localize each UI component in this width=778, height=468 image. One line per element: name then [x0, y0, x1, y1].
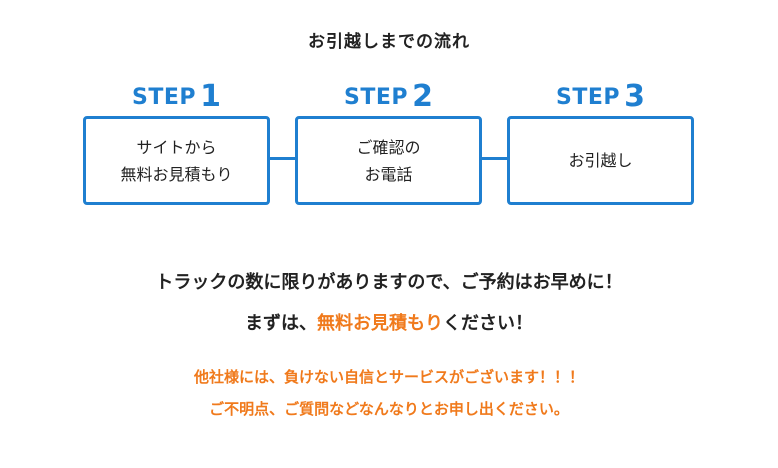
step-connector — [270, 157, 296, 160]
step-word: STEP — [344, 85, 409, 110]
step-line: お引越し — [568, 151, 633, 170]
step-word: STEP — [132, 85, 197, 110]
step-line: ご確認の — [356, 137, 421, 157]
estimate-message-lead: まずは、 — [245, 313, 317, 334]
step-line: サイトから — [136, 137, 217, 157]
step-number: 2 — [412, 79, 433, 114]
step-box: ご確認の お電話 — [295, 116, 482, 205]
estimate-message-tail: ください！ — [443, 313, 533, 334]
estimate-message: まずは、無料お見積もりください！ — [0, 311, 778, 337]
step-box: サイトから 無料お見積もり — [83, 116, 270, 205]
step-line: 無料お見積もり — [120, 164, 233, 184]
flow-title: お引越しまでの流れ — [298, 30, 480, 54]
step-number: 1 — [200, 79, 221, 114]
step-box: お引越し — [507, 116, 694, 205]
step-word: STEP — [556, 85, 621, 110]
flow-title-wrap: お引越しまでの流れ — [0, 30, 778, 54]
reservation-message: トラックの数に限りがありますので、ご予約はお早めに！ — [155, 272, 623, 293]
step-line: お電話 — [364, 164, 413, 184]
estimate-message-accent: 無料お見積もり — [317, 313, 443, 334]
step-connector — [482, 157, 508, 160]
confidence-notice: 他社様には、負けない自信とサービスがございます！！！ — [193, 368, 584, 386]
flow-title-text: お引越しまでの流れ — [308, 32, 470, 52]
inquiry-notice: ご不明点、ご質問などなんなりとお申し出ください。 — [209, 400, 569, 418]
step-number: 3 — [624, 79, 645, 114]
